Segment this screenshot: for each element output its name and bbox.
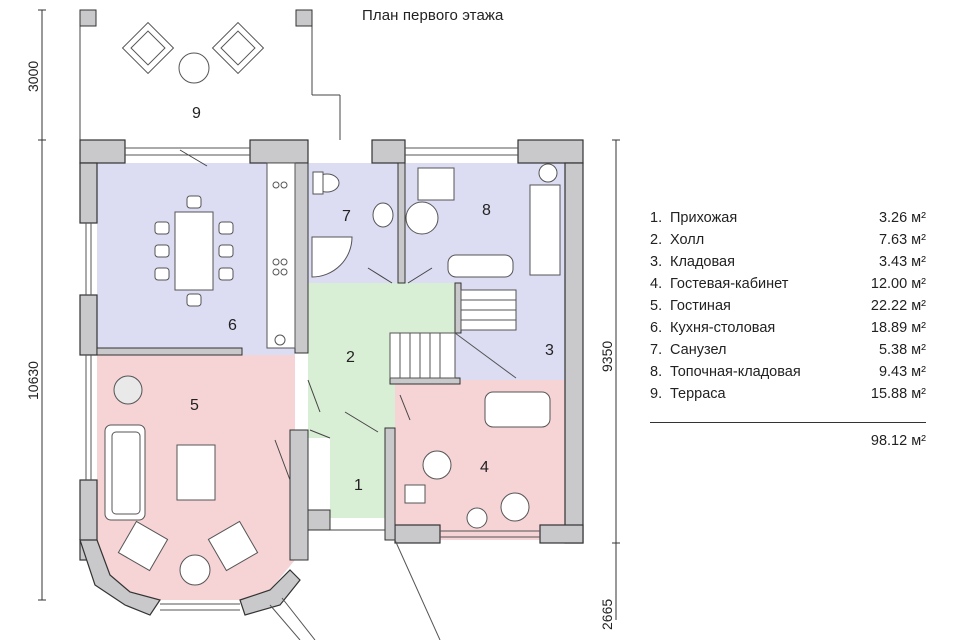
kitchen-counter xyxy=(266,162,296,349)
legend-room-name: Кухня-столовая xyxy=(670,320,776,336)
legend-number: 8. xyxy=(650,364,663,380)
room-label-6: 6 xyxy=(228,317,237,334)
room-label-1: 1 xyxy=(354,477,363,494)
staircase xyxy=(389,289,517,379)
legend-room-area: 18.89 м² xyxy=(870,320,926,336)
windows xyxy=(85,147,540,611)
legend-divider xyxy=(650,422,926,423)
dim-left-total: 10630 xyxy=(25,361,41,400)
legend-number: 9. xyxy=(650,386,663,402)
legend-room-area: 7.63 м² xyxy=(878,232,926,248)
legend-room-name: Топочная-кладовая xyxy=(670,364,801,380)
room-label-7: 7 xyxy=(342,208,351,225)
legend-number: 7. xyxy=(650,342,663,358)
legend-row: 8. Топочная-кладовая 9.43 м² xyxy=(650,361,926,383)
room-label-3: 3 xyxy=(545,342,554,359)
living-room-furniture xyxy=(104,375,259,586)
legend-row: 3. Кладовая 3.43 м² xyxy=(650,251,926,273)
legend-row: 7. Санузел 5.38 м² xyxy=(650,339,926,361)
legend-room-area: 3.43 м² xyxy=(878,254,926,270)
legend-room-area: 5.38 м² xyxy=(878,342,926,358)
terrace-post-right xyxy=(295,9,313,27)
terrace-furniture xyxy=(121,21,265,84)
room-label-2: 2 xyxy=(346,349,355,366)
door-swings xyxy=(179,149,433,531)
legend-number: 3. xyxy=(650,254,663,270)
inner-walls xyxy=(96,162,462,561)
legend-room-name: Кладовая xyxy=(670,254,735,270)
legend-room-name: Гостиная xyxy=(670,298,731,314)
porch xyxy=(269,539,441,640)
dining-table xyxy=(154,195,234,307)
bathroom-fixtures xyxy=(311,171,394,278)
page-title: План первого этажа xyxy=(362,7,504,24)
guest-room-furniture xyxy=(404,391,551,529)
legend-room-name: Терраса xyxy=(670,386,726,402)
legend-row: 4. Гостевая-кабинет 12.00 м² xyxy=(650,273,926,295)
dimension-lines xyxy=(38,9,620,620)
room-1-fill xyxy=(330,438,395,518)
terrace-post-left xyxy=(79,9,97,27)
legend-number: 4. xyxy=(650,276,663,292)
legend-room-area: 9.43 м² xyxy=(878,364,926,380)
legend-row: 5. Гостиная 22.22 м² xyxy=(650,295,926,317)
dim-terrace-depth: 3000 xyxy=(25,61,41,92)
legend-number: 1. xyxy=(650,210,663,226)
room-label-4: 4 xyxy=(480,459,489,476)
legend-room-area: 22.22 м² xyxy=(870,298,926,314)
legend-room-name: Гостевая-кабинет xyxy=(670,276,789,292)
legend-row: 6. Кухня-столовая 18.89 м² xyxy=(650,317,926,339)
outer-walls xyxy=(79,139,584,616)
boiler-room-fixtures xyxy=(405,163,561,278)
legend-row: 1. Прихожая 3.26 м² xyxy=(650,207,926,229)
legend-room-name: Прихожая xyxy=(670,210,738,226)
dim-right-total: 9350 xyxy=(599,341,615,372)
legend-number: 6. xyxy=(650,320,663,336)
room-2-fill xyxy=(308,283,455,438)
legend-number: 2. xyxy=(650,232,663,248)
legend-room-name: Санузел xyxy=(670,342,727,358)
terrace-outline xyxy=(79,10,341,140)
legend-total: 98.12 м² xyxy=(870,433,926,449)
legend-room-area: 12.00 м² xyxy=(870,276,926,292)
legend-row: 9. Терраса 15.88 м² xyxy=(650,383,926,405)
legend-number: 5. xyxy=(650,298,663,314)
room-label-9: 9 xyxy=(192,105,201,122)
dim-porch: 2665 xyxy=(599,599,615,630)
legend-room-area: 3.26 м² xyxy=(878,210,926,226)
legend-row: 2. Холл 7.63 м² xyxy=(650,229,926,251)
room-legend: 1. Прихожая 3.26 м² 2. Холл 7.63 м² 3. Кладов… xyxy=(650,207,926,449)
legend-room-name: Холл xyxy=(670,232,705,248)
room-label-8: 8 xyxy=(482,202,491,219)
legend-room-area: 15.88 м² xyxy=(870,386,926,402)
room-label-5: 5 xyxy=(190,397,199,414)
